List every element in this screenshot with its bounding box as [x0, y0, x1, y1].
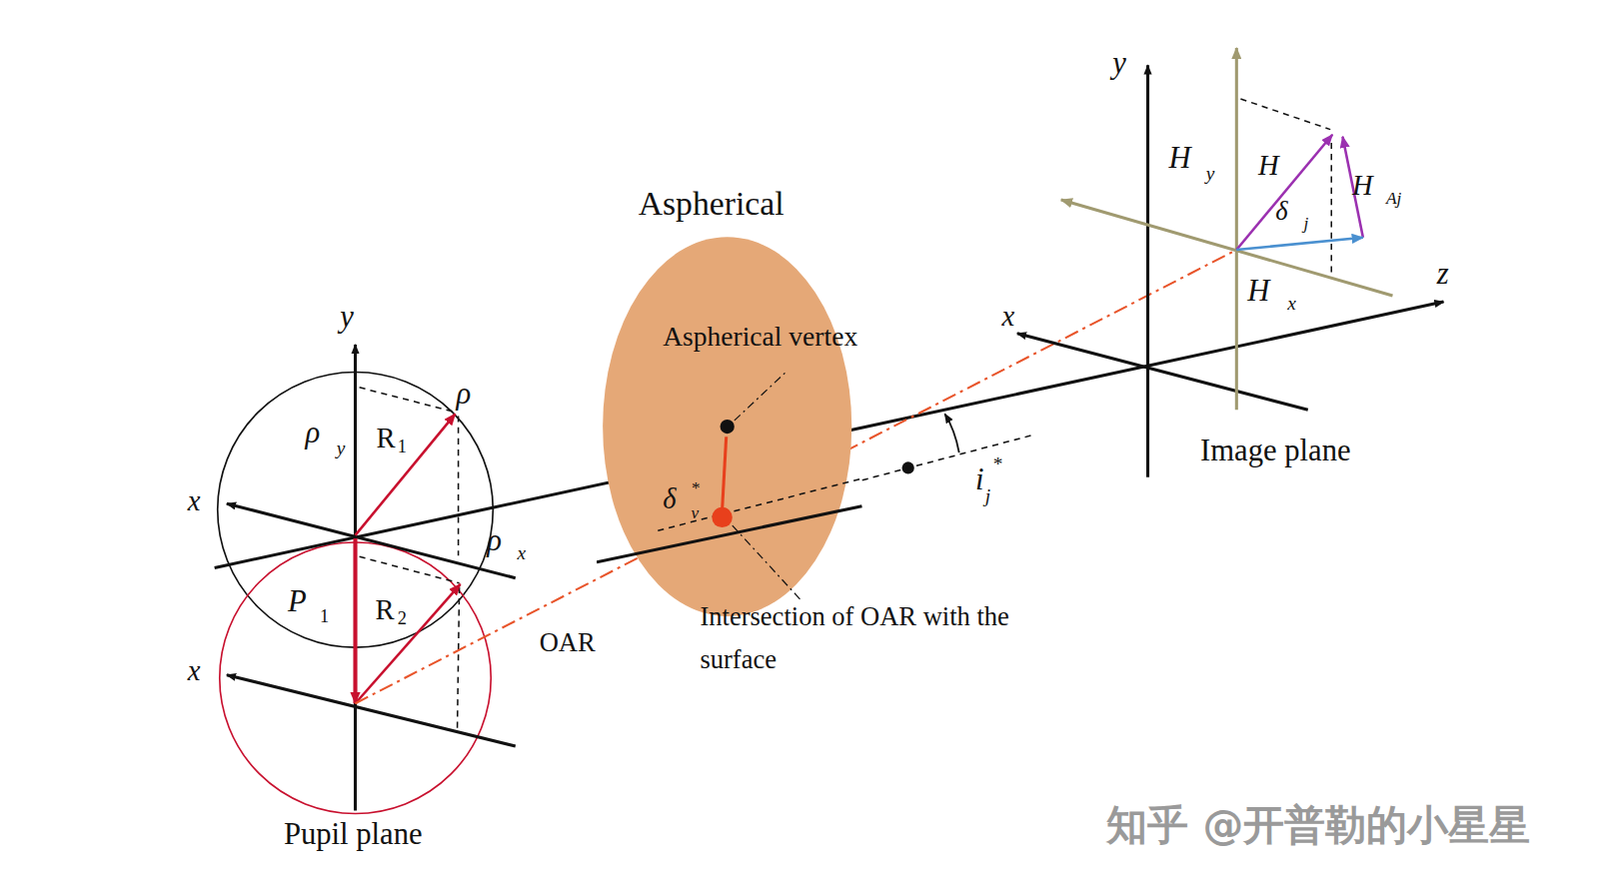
- lens-line: [658, 478, 863, 531]
- aspherical-surface: AsphericalAspherical vertex: [596, 181, 862, 623]
- plane-name: Image plane: [1200, 435, 1352, 467]
- watermark: 知乎 @开普勒的小星星: [1106, 805, 1531, 847]
- subscript: 1: [319, 607, 329, 626]
- axis-label: z: [1437, 257, 1450, 289]
- point-dot: [712, 506, 733, 527]
- lens-ellipse: [596, 181, 862, 623]
- plane-name: Pupil plane: [283, 819, 423, 851]
- vector-label: H⃗: [1258, 151, 1302, 181]
- ray-name: OAR: [539, 629, 596, 657]
- vertex-label: Aspherical vertex: [662, 322, 858, 351]
- callout-note: Intersection of OAR with the surface: [699, 595, 1027, 681]
- lens-line: [732, 525, 801, 601]
- subscript: x: [516, 544, 526, 564]
- subscript: x: [1287, 294, 1297, 314]
- axis-label: x: [1001, 301, 1015, 331]
- superscript: *: [691, 479, 701, 497]
- subscript: y: [1206, 163, 1216, 183]
- subscript: j: [985, 487, 991, 507]
- lens-fill: [602, 236, 852, 617]
- vector-label: δ⃗: [1275, 197, 1309, 225]
- axis-label: x: [187, 487, 201, 517]
- superscript: *: [993, 454, 1004, 474]
- radius-label: R: [374, 595, 394, 625]
- angle-arc: [944, 413, 959, 453]
- point-dot: [720, 419, 735, 434]
- vector-label: H⃗: [1247, 275, 1294, 307]
- subscript: 1: [397, 437, 407, 456]
- lens-line: [596, 505, 862, 562]
- subscript: 2: [397, 609, 407, 628]
- subscript: y: [336, 439, 346, 459]
- subscript: j: [1304, 214, 1310, 232]
- ray-line: [862, 434, 1037, 481]
- surface-heading: Aspherical: [638, 186, 785, 221]
- radius-label: R: [375, 424, 395, 454]
- angle-label: i: [975, 464, 985, 496]
- subscript: Aj: [1386, 189, 1402, 207]
- vector-label: ρ⃗: [456, 378, 496, 410]
- axis-label: y: [1112, 47, 1127, 79]
- subscript: v: [690, 504, 699, 522]
- lens-line: [722, 436, 727, 511]
- axis-label: x: [187, 657, 201, 687]
- axis-label: y: [339, 300, 354, 332]
- lens-line: [734, 372, 786, 421]
